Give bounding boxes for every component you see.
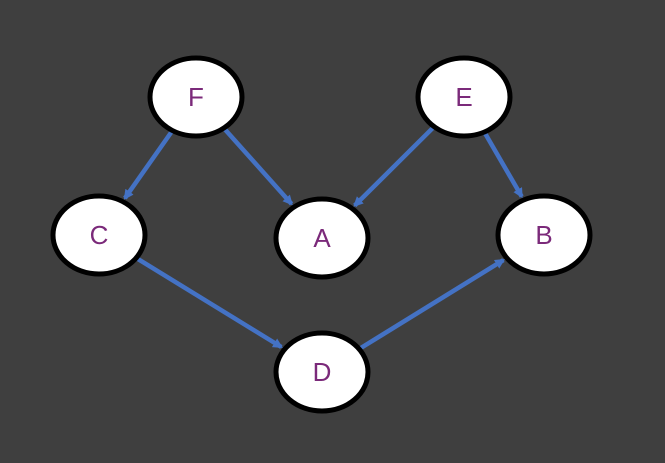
node-b-circle (495, 193, 593, 277)
node-e-label: E (455, 82, 472, 112)
edge-c-to-d (135, 255, 284, 349)
node-b: B (495, 193, 593, 277)
node-c-circle (50, 193, 148, 277)
node-a-label: A (313, 223, 331, 253)
node-d-circle (273, 330, 371, 414)
node-c: C (50, 193, 148, 277)
node-a: A (273, 196, 371, 280)
node-f: F (147, 55, 245, 139)
node-a-circle (273, 196, 371, 280)
edge-e-to-a (353, 125, 436, 208)
node-b-label: B (535, 220, 552, 250)
edge-f-to-c (123, 129, 175, 200)
node-e: E (415, 55, 513, 139)
edge-d-to-b (358, 258, 506, 351)
edge-f-to-a (222, 126, 294, 206)
node-f-label: F (188, 82, 204, 112)
node-d-label: D (313, 357, 332, 387)
node-e-circle (415, 55, 513, 139)
node-c-label: C (90, 220, 109, 250)
edges-layer (123, 125, 524, 351)
node-f-circle (147, 55, 245, 139)
nodes-layer: F E C A B D (50, 55, 593, 414)
edge-e-to-b (482, 130, 524, 199)
node-d: D (273, 330, 371, 414)
